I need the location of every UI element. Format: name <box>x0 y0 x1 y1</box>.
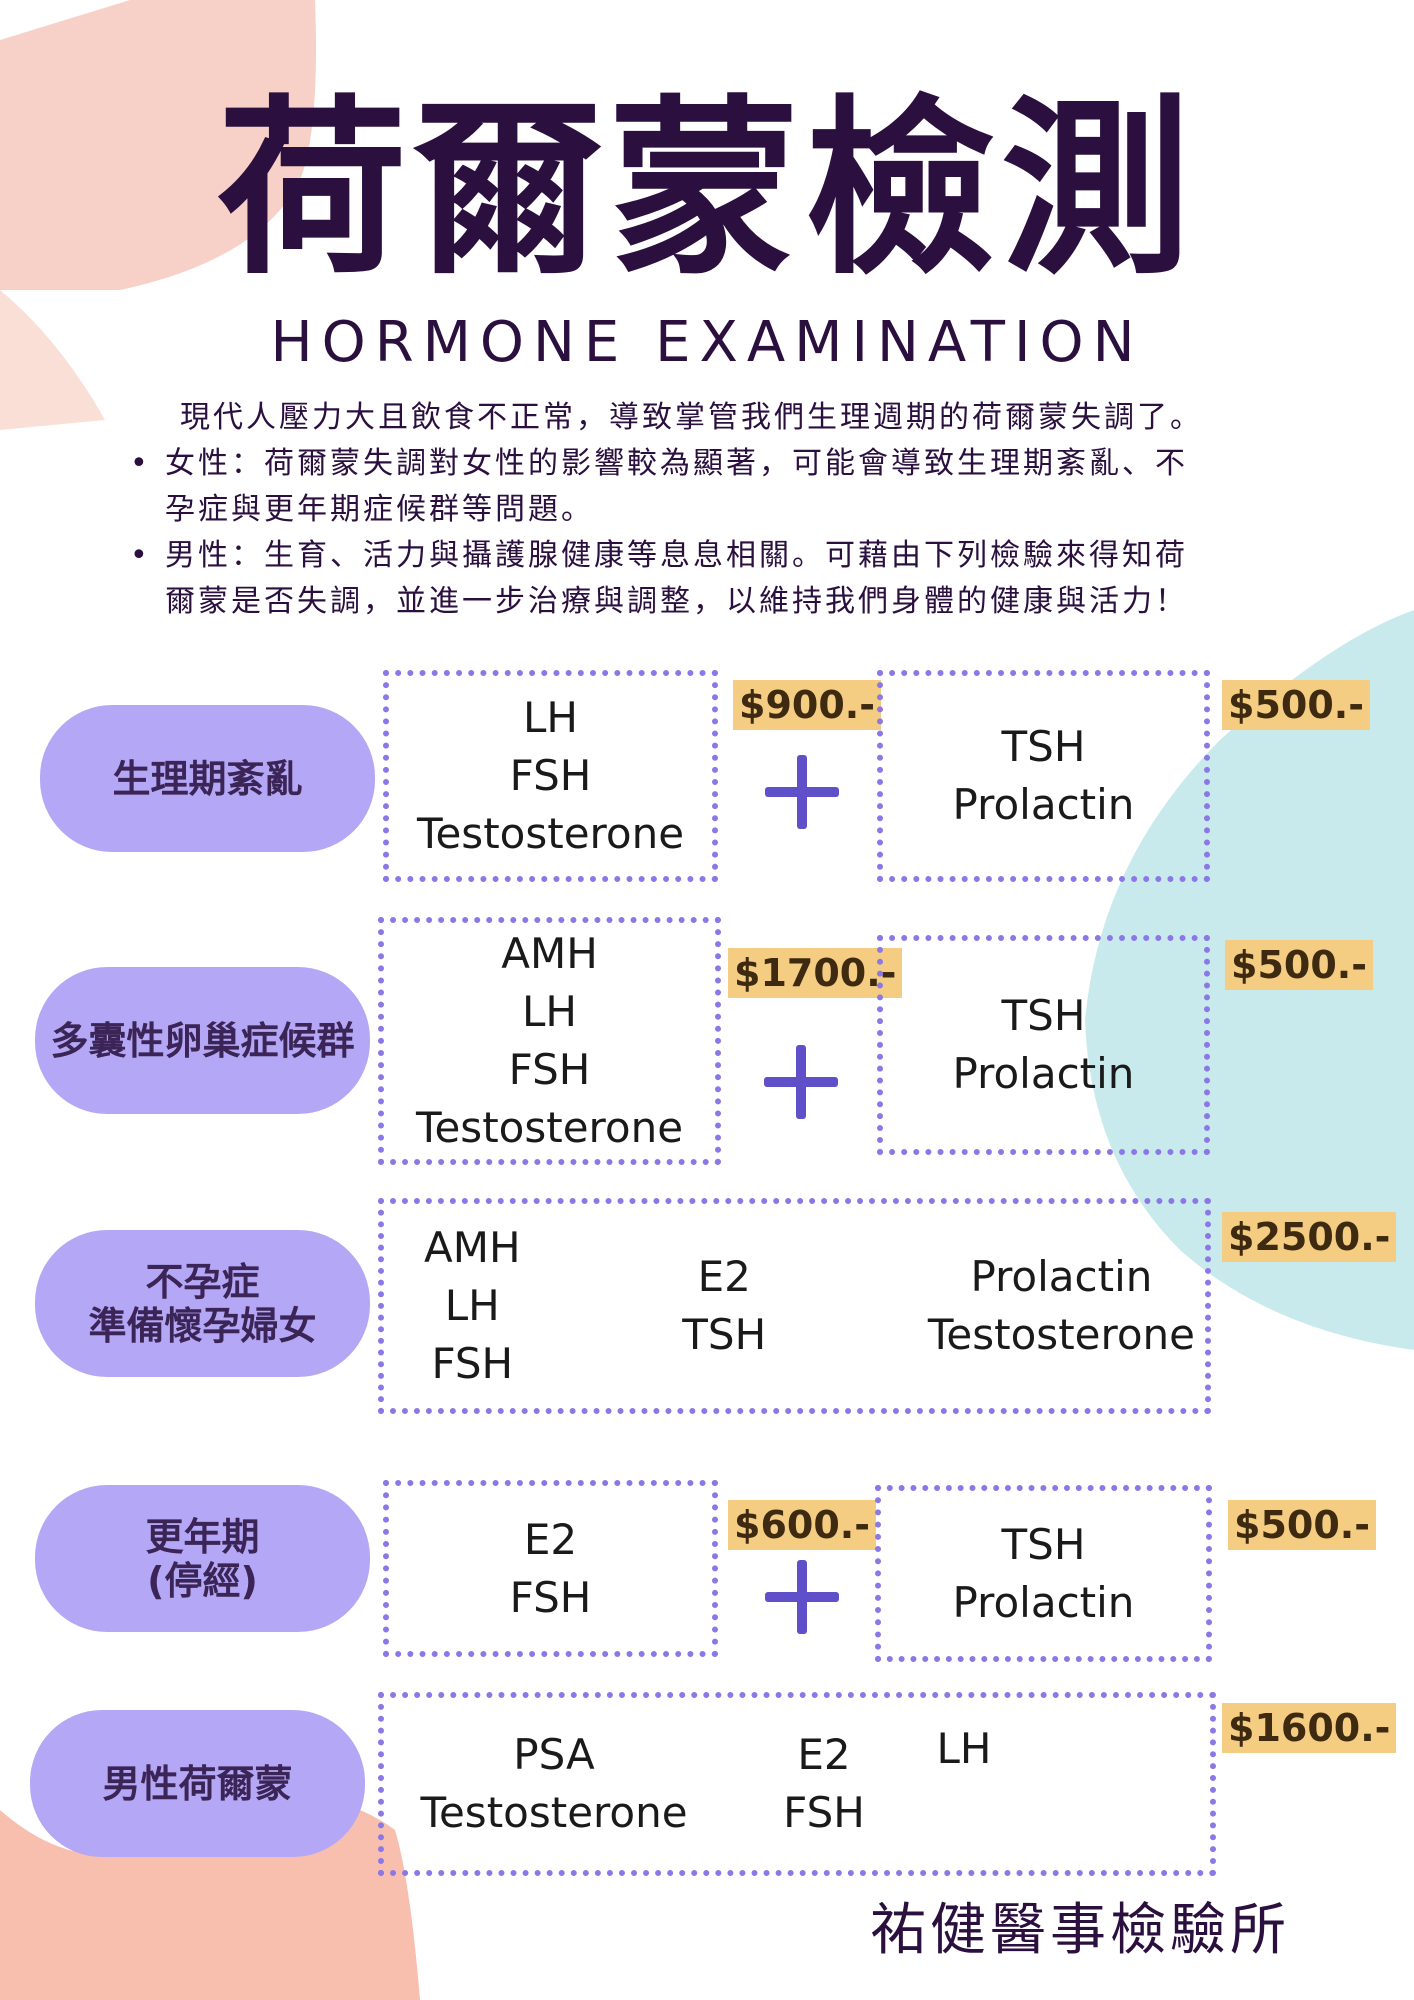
test-box-menopause-b: TSH Prolactin <box>875 1485 1212 1662</box>
test-item: Testosterone <box>415 1103 684 1152</box>
test-item: LH <box>523 693 578 742</box>
test-item: FSH <box>783 1788 865 1837</box>
price-badge: $1700.- <box>728 948 903 998</box>
test-item: TSH <box>682 1310 767 1359</box>
test-list: LH <box>914 1720 1014 1778</box>
bullet-dot-icon: • <box>130 538 151 573</box>
test-item: Testosterone <box>927 1310 1195 1359</box>
test-box-menstrual-a: LH FSH Testosterone <box>383 670 718 882</box>
category-label-menstrual: 生理期紊亂 <box>40 705 375 852</box>
test-list: LH FSH Testosterone <box>417 689 684 863</box>
footer-clinic-name: 祐健醫事檢驗所 <box>870 1898 1290 1963</box>
test-item: Prolactin <box>970 1252 1153 1301</box>
test-list: AMH LH FSH Testosterone <box>416 925 683 1157</box>
test-item: FSH <box>509 751 592 800</box>
test-item: AMH <box>424 1223 521 1272</box>
bullet-dot-icon: • <box>130 446 151 481</box>
intro-text: 現代人壓力大且飲食不正常，導致掌管我們生理週期的荷爾蒙失調了。 <box>180 400 1203 435</box>
bullet-line: 爾蒙是否失調，並進一步治療與調整，以維持我們身體的健康與活力！ <box>165 584 1188 619</box>
category-label-male: 男性荷爾蒙 <box>30 1710 365 1857</box>
category-label-line: 準備懷孕婦女 <box>88 1303 317 1348</box>
test-item: LH <box>444 1281 500 1330</box>
bullet-male: • 男性：生育、活力與攝護腺健康等息息相關。可藉由下列檢驗來得知荷 爾蒙是否失調… <box>130 533 1300 625</box>
test-list: TSH Prolactin <box>953 987 1135 1103</box>
test-box-pcos-b: TSH Prolactin <box>877 935 1210 1155</box>
bullet-line: 女性：荷爾蒙失調對女性的影響較為顯著，可能會導致生理期紊亂、不 <box>165 446 1188 481</box>
plus-icon <box>765 1560 839 1634</box>
test-item: Testosterone <box>420 1788 688 1837</box>
test-item: E2 <box>797 1730 851 1779</box>
test-item: Testosterone <box>416 809 685 858</box>
test-list: AMH LH FSH <box>424 1219 521 1393</box>
page-subtitle: HORMONE EXAMINATION <box>270 310 1144 375</box>
bullet-female: • 女性：荷爾蒙失調對女性的影響較為顯著，可能會導致生理期紊亂、不 孕症與更年期… <box>130 441 1300 533</box>
bullet-line: 孕症與更年期症候群等問題。 <box>165 492 594 527</box>
category-label-line: 多囊性卵巢症候群 <box>50 1018 355 1063</box>
test-item: PSA <box>513 1730 595 1779</box>
test-item: FSH <box>431 1339 514 1388</box>
plus-icon <box>765 755 839 829</box>
test-item: TSH <box>1001 1519 1086 1569</box>
test-box-menopause-a: E2 FSH <box>383 1480 718 1657</box>
test-box-menstrual-b: TSH Prolactin <box>877 670 1210 882</box>
price-badge: $600.- <box>728 1500 876 1550</box>
category-label-menopause: 更年期 (停經) <box>35 1485 370 1632</box>
test-box-pcos-a: AMH LH FSH Testosterone <box>378 917 721 1165</box>
test-item: Prolactin <box>952 780 1135 829</box>
test-item: FSH <box>508 1045 591 1094</box>
test-item: LH <box>936 1724 992 1773</box>
test-item: TSH <box>1001 722 1086 771</box>
test-list: Prolactin Testosterone <box>928 1248 1195 1364</box>
price-badge: $900.- <box>733 680 881 730</box>
bullet-line: 男性：生育、活力與攝護腺健康等息息相關。可藉由下列檢驗來得知荷 <box>165 538 1188 573</box>
test-list: PSA Testosterone <box>394 1726 714 1842</box>
test-list: TSH Prolactin <box>953 1516 1135 1632</box>
price-badge: $500.- <box>1228 1500 1376 1550</box>
test-list: E2 TSH <box>682 1248 766 1364</box>
category-label-line: 男性荷爾蒙 <box>102 1761 293 1806</box>
test-item: E2 <box>697 1252 751 1301</box>
test-list: E2 FSH <box>510 1511 592 1627</box>
test-item: E2 <box>523 1514 578 1564</box>
price-badge: $1600.- <box>1222 1703 1397 1753</box>
test-box-male: PSA Testosterone E2 FSH LH <box>378 1692 1216 1876</box>
category-label-line: 生理期紊亂 <box>112 756 303 801</box>
test-list: TSH Prolactin <box>953 718 1135 834</box>
test-list: E2 FSH <box>744 1726 904 1842</box>
price-badge: $500.- <box>1222 680 1370 730</box>
test-item: Prolactin <box>952 1049 1135 1098</box>
category-label-line: 更年期 <box>145 1514 260 1559</box>
category-label-line: 不孕症 <box>145 1259 260 1304</box>
page-title: 荷爾蒙檢測 <box>216 79 1197 300</box>
test-item: TSH <box>1001 991 1086 1040</box>
category-label-infertility: 不孕症 準備懷孕婦女 <box>35 1230 370 1377</box>
category-label-pcos: 多囊性卵巢症候群 <box>35 967 370 1114</box>
test-item: LH <box>522 987 577 1036</box>
test-item: AMH <box>501 929 598 978</box>
test-item: Prolactin <box>952 1577 1135 1627</box>
test-item: FSH <box>509 1572 592 1622</box>
price-badge: $500.- <box>1225 940 1373 990</box>
category-label-line: (停經) <box>147 1558 258 1603</box>
plus-icon <box>764 1045 838 1119</box>
test-box-infertility: AMH LH FSH E2 TSH Prolactin Testosterone <box>378 1198 1211 1414</box>
price-badge: $2500.- <box>1222 1212 1397 1262</box>
